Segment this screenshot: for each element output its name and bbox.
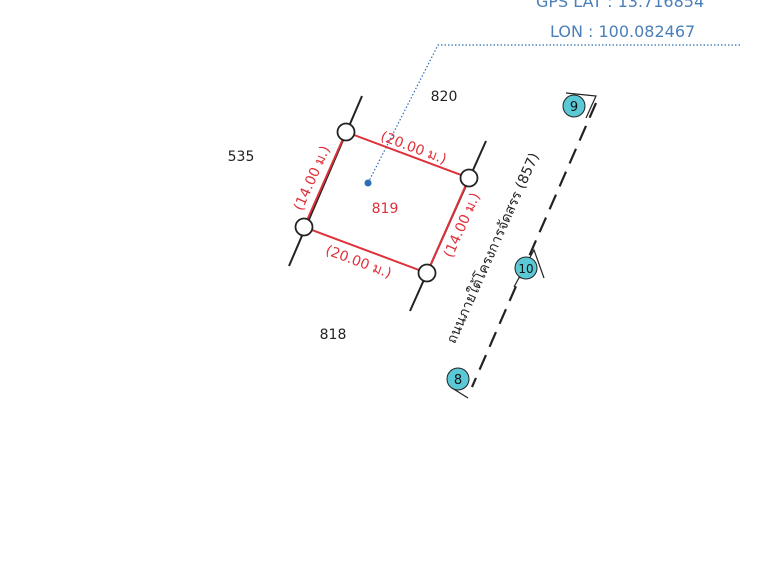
neighbor-parcel-south: 818 xyxy=(320,327,347,343)
gps-longitude: LON : 100.082467 xyxy=(550,22,696,41)
corner-marker xyxy=(459,168,479,188)
gps-latitude: GPS LAT : 13.716854 xyxy=(536,0,705,11)
road-boundary-dashed xyxy=(470,102,598,388)
marker-label: 9 xyxy=(570,100,578,115)
neighbor-parcel-west: 535 xyxy=(228,149,255,165)
parcel-number: 819 xyxy=(372,201,399,217)
gps-leader-line xyxy=(367,44,740,184)
side-length-bottom: (20.00 ม.) xyxy=(323,243,393,282)
survey-marker-8: 8 xyxy=(446,367,470,399)
corner-marker xyxy=(417,263,437,283)
boundary-extension-nw xyxy=(288,95,363,267)
survey-marker-10: 10 xyxy=(513,248,545,288)
corner-marker xyxy=(336,122,356,142)
marker-label: 10 xyxy=(518,262,533,276)
neighbor-parcel-north: 820 xyxy=(431,89,458,105)
gps-point xyxy=(364,179,372,187)
survey-marker-9: 9 xyxy=(562,92,597,119)
marker-label: 8 xyxy=(454,373,462,388)
corner-marker xyxy=(294,217,314,237)
